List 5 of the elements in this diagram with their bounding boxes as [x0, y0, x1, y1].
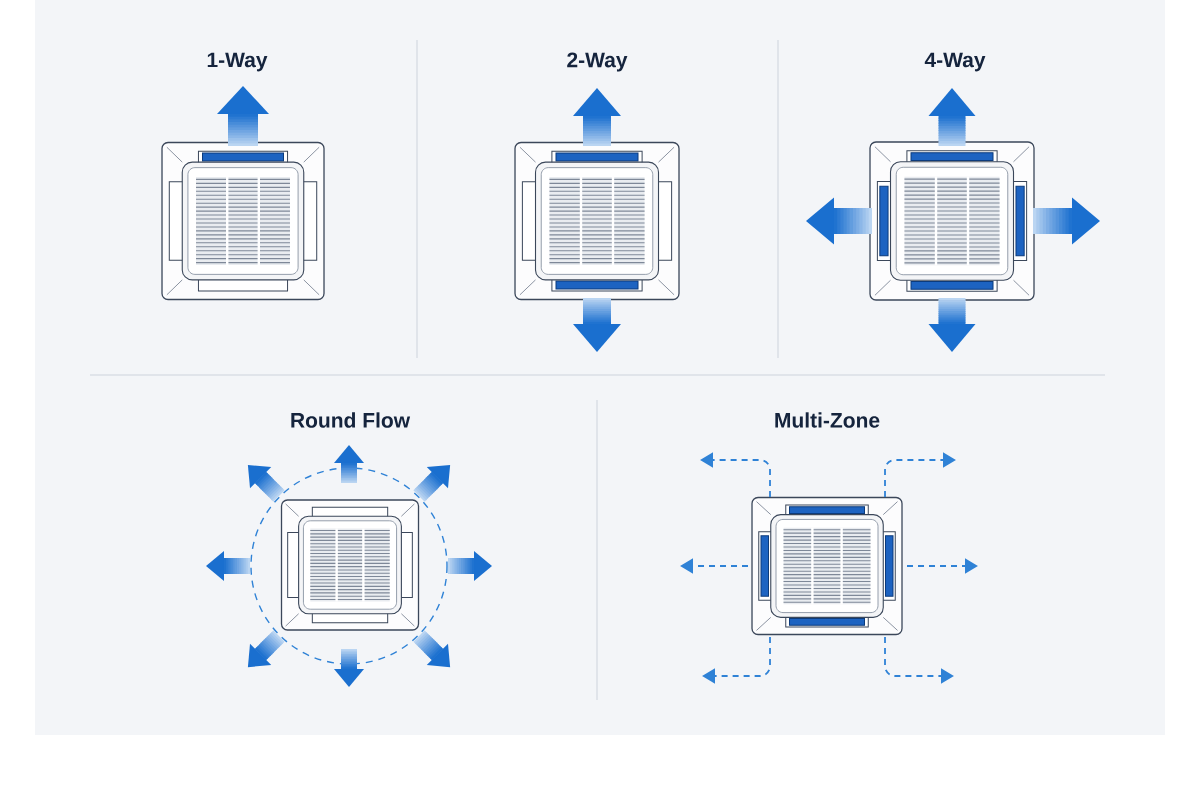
heading: 1-Way: [207, 52, 268, 72]
heading: Round Flow: [291, 412, 411, 428]
heading: Multi-Zone: [775, 412, 880, 428]
heading: 2-Way: [567, 52, 628, 72]
heading: 4-Way: [924, 52, 986, 72]
